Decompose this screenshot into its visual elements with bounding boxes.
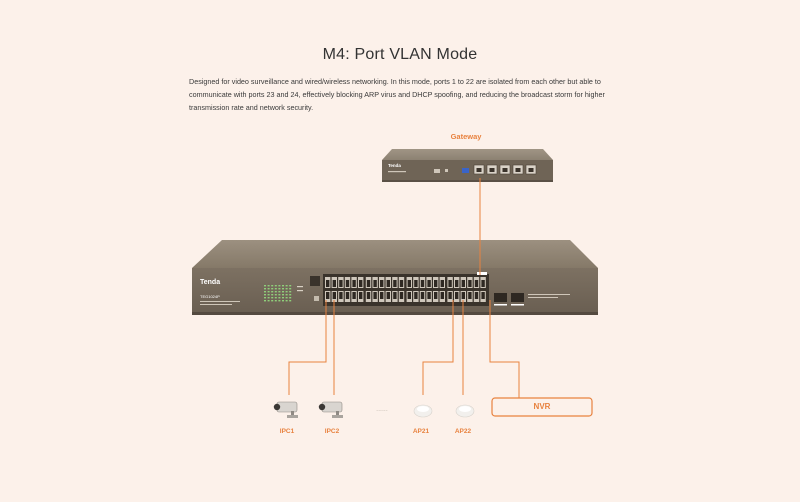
status-led xyxy=(271,294,274,296)
status-led xyxy=(289,285,292,287)
status-led xyxy=(285,294,288,296)
status-led xyxy=(267,300,270,302)
device-label: AP21 xyxy=(413,428,430,435)
status-led xyxy=(267,288,270,290)
status-led xyxy=(289,291,292,293)
status-led xyxy=(285,288,288,290)
status-led xyxy=(278,294,281,296)
status-led xyxy=(285,297,288,299)
status-led xyxy=(282,288,284,290)
status-led xyxy=(274,297,277,299)
status-led xyxy=(278,285,281,287)
gateway-label: Gateway xyxy=(451,132,483,141)
status-led xyxy=(278,291,281,293)
status-led xyxy=(264,291,266,293)
status-led xyxy=(282,297,284,299)
status-led xyxy=(285,300,288,302)
status-led xyxy=(271,291,274,293)
status-led xyxy=(274,288,277,290)
ap21-line xyxy=(422,300,454,395)
status-led xyxy=(264,285,266,287)
nvr-line xyxy=(489,300,520,398)
status-led xyxy=(282,294,284,296)
status-led xyxy=(271,288,274,290)
gateway-brand: Tenda xyxy=(388,163,401,168)
status-led xyxy=(274,294,277,296)
status-led xyxy=(289,288,292,290)
page-description: Designed for video surveillance and wire… xyxy=(189,77,605,112)
sfp-port xyxy=(494,293,507,302)
access-point-icon xyxy=(455,404,475,418)
status-led xyxy=(285,285,288,287)
status-led xyxy=(271,297,274,299)
status-led xyxy=(267,297,270,299)
device-label: AP22 xyxy=(455,428,472,435)
nvr-label: NVR xyxy=(533,402,551,411)
nvr-box xyxy=(491,397,593,417)
ipc1-line xyxy=(288,300,327,395)
access-point-icon xyxy=(413,404,433,418)
status-led xyxy=(282,285,284,287)
camera-icon xyxy=(273,401,298,418)
status-led xyxy=(289,300,292,302)
status-led xyxy=(278,300,281,302)
status-led xyxy=(271,300,274,302)
status-led xyxy=(289,294,292,296)
status-led xyxy=(278,288,281,290)
status-led xyxy=(264,297,266,299)
status-led xyxy=(267,294,270,296)
switch-device: Tenda TEG1024P xyxy=(192,240,598,315)
status-led xyxy=(267,285,270,287)
status-led xyxy=(282,300,284,302)
sfp-port xyxy=(511,293,524,302)
switch-model: TEG1024P xyxy=(200,294,220,299)
page-title: M4: Port VLAN Mode xyxy=(322,46,478,63)
device-label: IPC1 xyxy=(280,428,295,435)
status-led xyxy=(285,291,288,293)
status-led xyxy=(282,291,284,293)
status-led xyxy=(271,285,274,287)
status-led xyxy=(264,288,266,290)
gateway-device: Tenda xyxy=(382,149,553,182)
status-led xyxy=(267,291,270,293)
status-led xyxy=(264,294,266,296)
status-led xyxy=(278,297,281,299)
switch-brand: Tenda xyxy=(200,279,220,286)
camera-icon xyxy=(318,401,343,418)
status-led xyxy=(274,285,277,287)
ellipsis-text: ...... xyxy=(376,406,388,413)
status-led xyxy=(274,291,277,293)
connection-lines xyxy=(288,178,520,398)
status-led xyxy=(264,300,266,302)
status-led xyxy=(289,297,292,299)
status-led xyxy=(274,300,277,302)
device-label: IPC2 xyxy=(325,428,340,435)
